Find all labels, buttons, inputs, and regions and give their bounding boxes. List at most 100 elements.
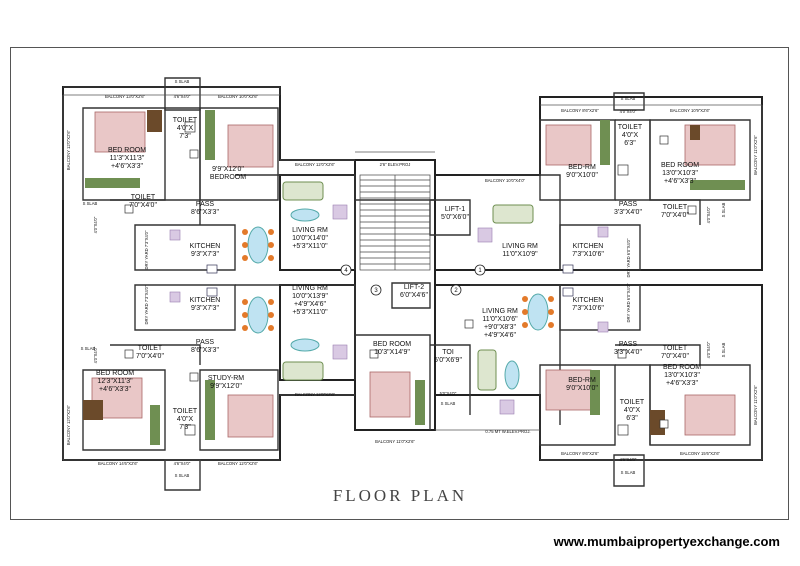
sofa-icon (492, 204, 534, 224)
annotation-dry-yard-b: DRY YARD 7'3"X4'0" (144, 285, 149, 324)
annotation-s-slab-br-side-dim: 4'0"X4'0" (706, 341, 711, 358)
annotation-s-slab-tl-dim: 4'6"X4'0" (174, 94, 191, 99)
annotation-s-slab-tr-dim: 4'0"X4'0" (620, 109, 637, 114)
annotation-bal-tr-mid: BALCONY 10'0"X4'0" (485, 178, 526, 183)
annotation-dry-yard-c: DRY YARD 6'0"X4'0" (626, 238, 631, 277)
annotation-bal-tr2: BALCONY 10'9"X2'6" (670, 108, 711, 113)
cupboard-icon (690, 180, 745, 190)
toilet-icons (124, 121, 697, 436)
cupboard-icon (590, 370, 600, 415)
annotation-bal-br1: BALCONY 9'6"X2'6" (561, 451, 599, 456)
annotation-s-slab-tr-side: S SLAB (721, 202, 726, 217)
bed-icon (227, 394, 274, 438)
bed-icon (369, 371, 411, 418)
dining-table-icon (247, 296, 269, 334)
balcony-outlines (62, 94, 763, 461)
bed-icon (227, 124, 274, 168)
annotation-s-slab-tr-side-dim: 4'0"X4'0" (706, 206, 711, 223)
website-watermark: www.mumbaipropertyexchange.com (553, 534, 780, 549)
annotation-dry-yard-a: DRY YARD 7'3"X4'0" (144, 230, 149, 269)
annotation-bal-tr1: BALCONY 8'6"X2'6" (561, 108, 599, 113)
annotation-s-slab-tl-side: S SLAB (83, 201, 98, 206)
annotation-s-slab-bl: S SLAB (175, 473, 190, 478)
armchair-icons (169, 204, 609, 415)
cupboard-icon (150, 405, 160, 445)
annotation-s-slab-bl-side-dim: 4'0"X4'0" (93, 346, 98, 363)
cupboard-icon (415, 380, 425, 425)
annotation-bal-tl2: BALCONY 10'0"X2'6" (218, 94, 259, 99)
annotation-s-slab-tl-side-dim: 4'0"X4'0" (93, 216, 98, 233)
wardrobe-icon (83, 400, 103, 420)
flat-number-markers (340, 264, 486, 296)
annotation-s-slab-bl-side: S SLAB (81, 346, 96, 351)
sofa-icon (477, 349, 497, 391)
drawing-frame (10, 47, 789, 520)
stove-icons (206, 264, 574, 297)
chair-icons (242, 229, 554, 331)
annotation-bal-tl: BALCONY 13'0"X2'6" (105, 94, 146, 99)
wardrobe-icon (690, 125, 700, 140)
bed-icon (94, 111, 146, 153)
annotation-bal-tl-side: BALCONY 12'0"X2'6" (66, 129, 71, 170)
furniture (83, 110, 745, 445)
annotation-bal-bl-c: BALCONY 12'0"X2'6" (295, 392, 336, 397)
annotation-s-slab-br-dim: 4'6"X4'0" (620, 457, 637, 462)
staircase (359, 174, 431, 271)
sofa-icon (282, 361, 324, 381)
cupboard-icon (205, 380, 215, 440)
annotation-bal-br-side: BALCONY 11'0"X2'6" (753, 385, 758, 425)
annotation-s-slab-br: S SLAB (621, 470, 636, 475)
annotation-s-slab-br-side: S SLAB (721, 342, 726, 357)
annotation-s-slab-bc-dim: 5'0"X4'0" (440, 391, 457, 396)
cupboard-icon (205, 110, 215, 160)
annotation-bal-tr-side: BALCONY 11'0"X2'6" (753, 135, 758, 175)
flat-number-3: 3 (374, 288, 378, 294)
annotation-bal-bl1: BALCONY 14'6"X2'6" (98, 461, 139, 466)
annotation-s-slab-bc: S SLAB (441, 401, 456, 406)
dining-table-icon (527, 293, 549, 331)
flat-number-1: 1 (478, 268, 482, 274)
coffee-table-icon (290, 208, 320, 222)
coffee-table-icon (290, 338, 320, 352)
annotation-elev-proj-top: 2'6" ELEV.PROJ (380, 162, 411, 167)
flat-number-2: 2 (454, 288, 458, 294)
annotation-bal-tc: BALCONY 12'0"X2'6" (295, 162, 336, 167)
walls (62, 86, 763, 461)
annotation-s-slab-tl: S SLAB (175, 79, 190, 84)
annotation-bal-br2: BALCONY 15'6"X2'6" (680, 451, 721, 456)
annotation-bal-bl-side: BALCONY 12'0"X2'6" (66, 404, 71, 445)
annotation-bal-bl2: BALCONY 12'0"X2'6" (218, 461, 259, 466)
drawing-title: FLOOR PLAN (332, 486, 468, 505)
flat-number-4: 4 (344, 268, 348, 274)
